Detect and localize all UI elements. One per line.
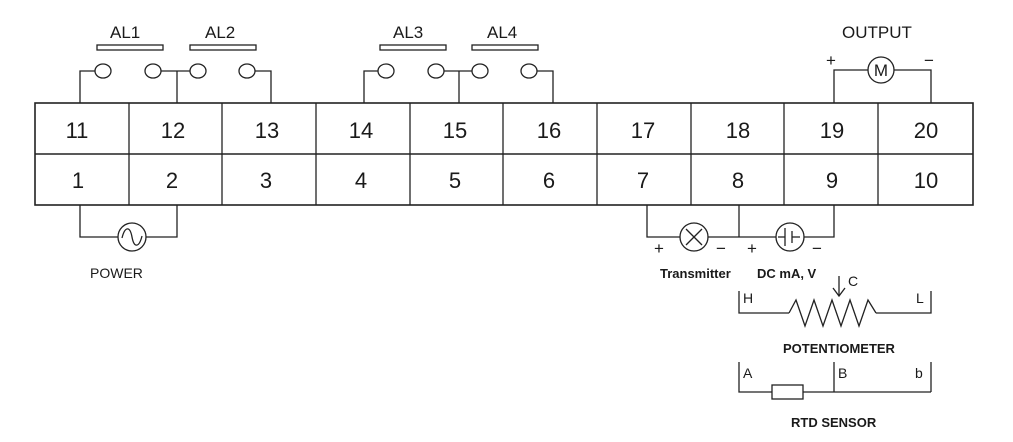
- motor-symbol: M: [874, 61, 888, 80]
- output-motor: OUTPUT + − M: [826, 23, 934, 103]
- rtd-a-label: A: [743, 365, 753, 381]
- pot-h-label: H: [743, 290, 753, 306]
- terminal-6: 6: [543, 168, 555, 193]
- transmitter-label: Transmitter: [660, 266, 731, 281]
- al3-label: AL3: [393, 23, 423, 42]
- al1-label: AL1: [110, 23, 140, 42]
- terminal-8: 8: [732, 168, 744, 193]
- al4-label: AL4: [487, 23, 517, 42]
- power-supply: POWER: [79, 205, 178, 281]
- terminal-4: 4: [355, 168, 367, 193]
- terminal-11: 11: [66, 118, 89, 143]
- dc-input-label: DC mA, V: [757, 266, 817, 281]
- terminal-7: 7: [637, 168, 649, 193]
- potentiometer-label: POTENTIOMETER: [783, 341, 896, 356]
- terminal-20: 20: [914, 118, 938, 143]
- terminal-10: 10: [914, 168, 938, 193]
- rtd-b-upper-label: B: [838, 365, 847, 381]
- al4-contact-a: [471, 63, 489, 79]
- rtd-sensor: A B b RTD SENSOR: [738, 362, 932, 430]
- potentiometer: H C L POTENTIOMETER: [738, 273, 932, 356]
- terminal-14: 14: [349, 118, 373, 143]
- transmitter-dc-input: + − + − Transmitter DC mA, V: [646, 205, 835, 281]
- al2-contact-b: [238, 63, 256, 79]
- terminal-19: 19: [820, 118, 844, 143]
- output-minus: −: [924, 51, 934, 70]
- terminal-15: 15: [443, 118, 467, 143]
- terminal-2: 2: [166, 168, 178, 193]
- terminal-5: 5: [449, 168, 461, 193]
- al2-contact-a: [189, 63, 207, 79]
- al1-contact-a: [94, 63, 112, 79]
- al3-contact-a: [377, 63, 395, 79]
- terminal-18: 18: [726, 118, 750, 143]
- rtd-element-icon: [771, 384, 804, 400]
- ac-source-icon: [117, 222, 147, 252]
- al3-contact-b: [427, 63, 445, 79]
- pot-c-label: C: [848, 273, 858, 289]
- rtd-label: RTD SENSOR: [791, 415, 877, 430]
- dc-minus: −: [812, 239, 822, 258]
- transmitter-minus: −: [716, 239, 726, 258]
- terminal-1: 1: [72, 168, 84, 193]
- terminal-17: 17: [631, 118, 655, 143]
- al4-contact-b: [520, 63, 538, 79]
- terminal-16: 16: [537, 118, 561, 143]
- pot-l-label: L: [916, 290, 924, 306]
- output-plus: +: [826, 51, 836, 70]
- terminal-13: 13: [255, 118, 279, 143]
- power-label: POWER: [90, 265, 143, 281]
- rtd-b-lower-label: b: [915, 365, 923, 381]
- resistor-zigzag-icon: [788, 298, 877, 328]
- al2-label: AL2: [205, 23, 235, 42]
- terminal-block: 11 12 13 14 15 16 17 18 19 20 1 2 3 4 5 …: [34, 102, 974, 206]
- al1-contact-b: [144, 63, 162, 79]
- terminal-12: 12: [161, 118, 185, 143]
- output-label: OUTPUT: [842, 23, 912, 42]
- transmitter-plus: +: [654, 239, 664, 258]
- dc-plus: +: [747, 239, 757, 258]
- alarm-relays-1-2: AL1 AL2: [79, 23, 272, 103]
- alarm-relays-3-4: AL3 AL4: [363, 23, 554, 103]
- terminal-3: 3: [260, 168, 272, 193]
- terminal-9: 9: [826, 168, 838, 193]
